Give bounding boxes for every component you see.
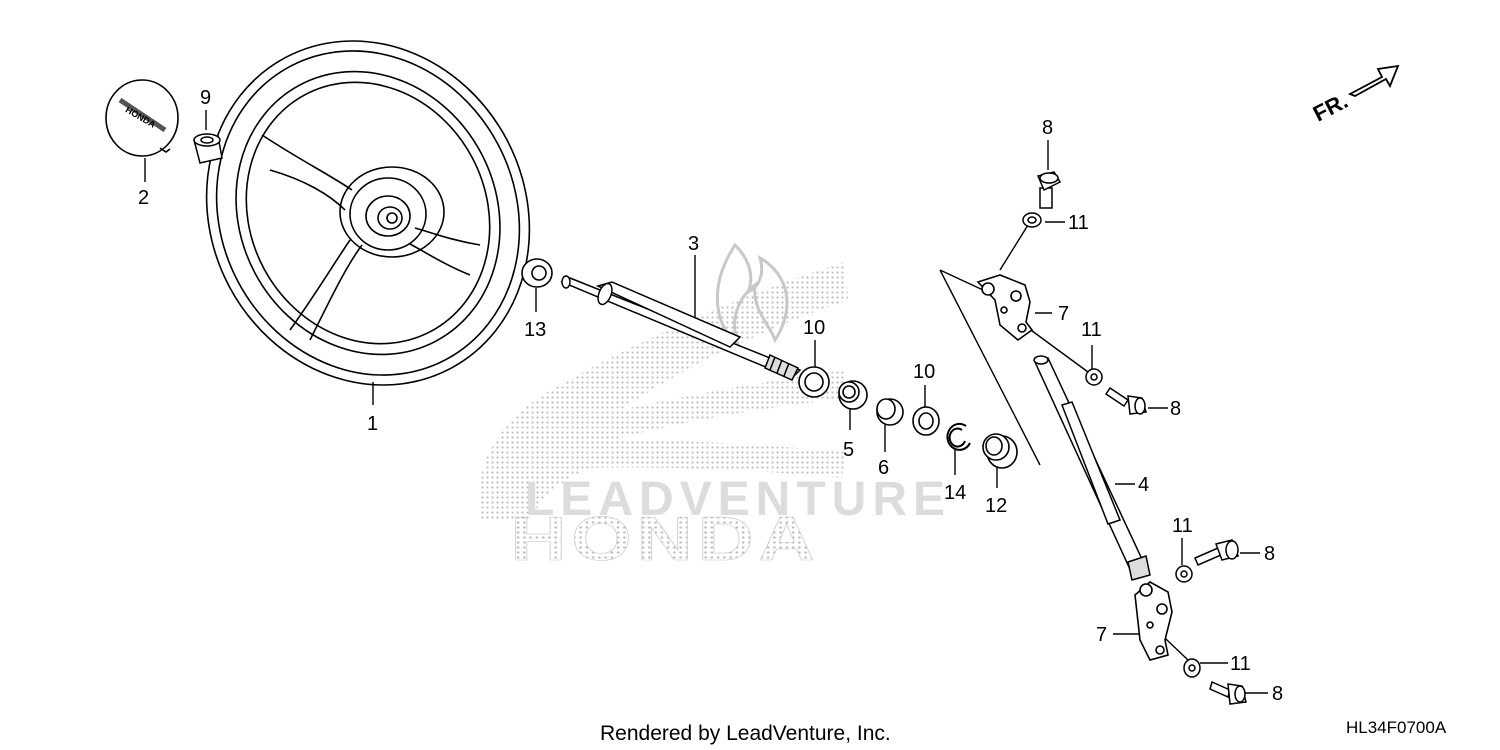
callout-12: 12 [985, 495, 1007, 517]
callout-2: 2 [138, 187, 149, 209]
circlip-14 [946, 422, 971, 451]
callouts: 1 2 9 13 3 10 5 6 10 14 12 8 11 7 11 8 4… [138, 87, 1283, 705]
universal-joint-upper [976, 274, 1034, 342]
bushing-5 [838, 380, 868, 410]
horn-cap: HONDA [105, 79, 179, 157]
front-indicator-label: FR. [1309, 88, 1352, 126]
callout-11d: 11 [1230, 653, 1251, 675]
bushing-12 [982, 433, 1018, 469]
bolt-8d [1209, 680, 1247, 705]
intermediate-shaft [1033, 355, 1151, 581]
bolt-8b [1104, 386, 1147, 415]
callout-7a: 7 [1058, 303, 1069, 325]
bearing-10b [912, 406, 940, 436]
callout-5: 5 [843, 439, 854, 461]
watermark-wing [479, 262, 848, 520]
callout-13: 13 [524, 319, 546, 341]
leader-lines [144, 110, 1268, 694]
callout-11a: 11 [1068, 212, 1089, 234]
callout-14: 14 [944, 482, 966, 504]
watermark-brand: HONDA [510, 503, 819, 573]
callout-8d: 8 [1272, 683, 1283, 705]
washer-11c [1175, 565, 1193, 583]
bolt-8a [1036, 171, 1062, 209]
callout-8c: 8 [1264, 543, 1275, 565]
callout-1: 1 [367, 413, 378, 435]
callout-9: 9 [200, 87, 211, 109]
steering-wheel [205, 40, 531, 386]
callout-8b: 8 [1170, 398, 1181, 420]
washer-11b [1085, 368, 1103, 386]
washer-11d [1183, 658, 1201, 678]
footer-credit: Rendered by LeadVenture, Inc. [600, 722, 891, 745]
washer-11a [1022, 212, 1042, 228]
front-indicator: FR. [1309, 64, 1400, 126]
diagram-code: HL34F0700A [1346, 718, 1447, 737]
front-arrow-icon [1347, 64, 1400, 97]
callout-8a: 8 [1042, 117, 1053, 139]
callout-6: 6 [878, 457, 889, 479]
bushing-6 [876, 398, 904, 426]
callout-7b: 7 [1096, 624, 1107, 646]
steering-shaft [560, 275, 802, 381]
wheel-nut [193, 133, 223, 164]
watermark-text: LEADVENTURE [525, 473, 951, 526]
callout-4: 4 [1138, 474, 1149, 496]
callout-11b: 11 [1081, 319, 1102, 341]
callout-11c: 11 [1172, 515, 1193, 537]
washer-13 [521, 258, 553, 288]
callout-3: 3 [688, 233, 699, 255]
bearing-10a [798, 366, 830, 398]
callout-10b: 10 [913, 361, 935, 383]
callout-10a: 10 [803, 317, 825, 339]
watermark: LEADVENTURE HONDA [479, 242, 951, 574]
universal-joint-lower [1134, 581, 1173, 661]
bolt-8c [1194, 539, 1239, 566]
